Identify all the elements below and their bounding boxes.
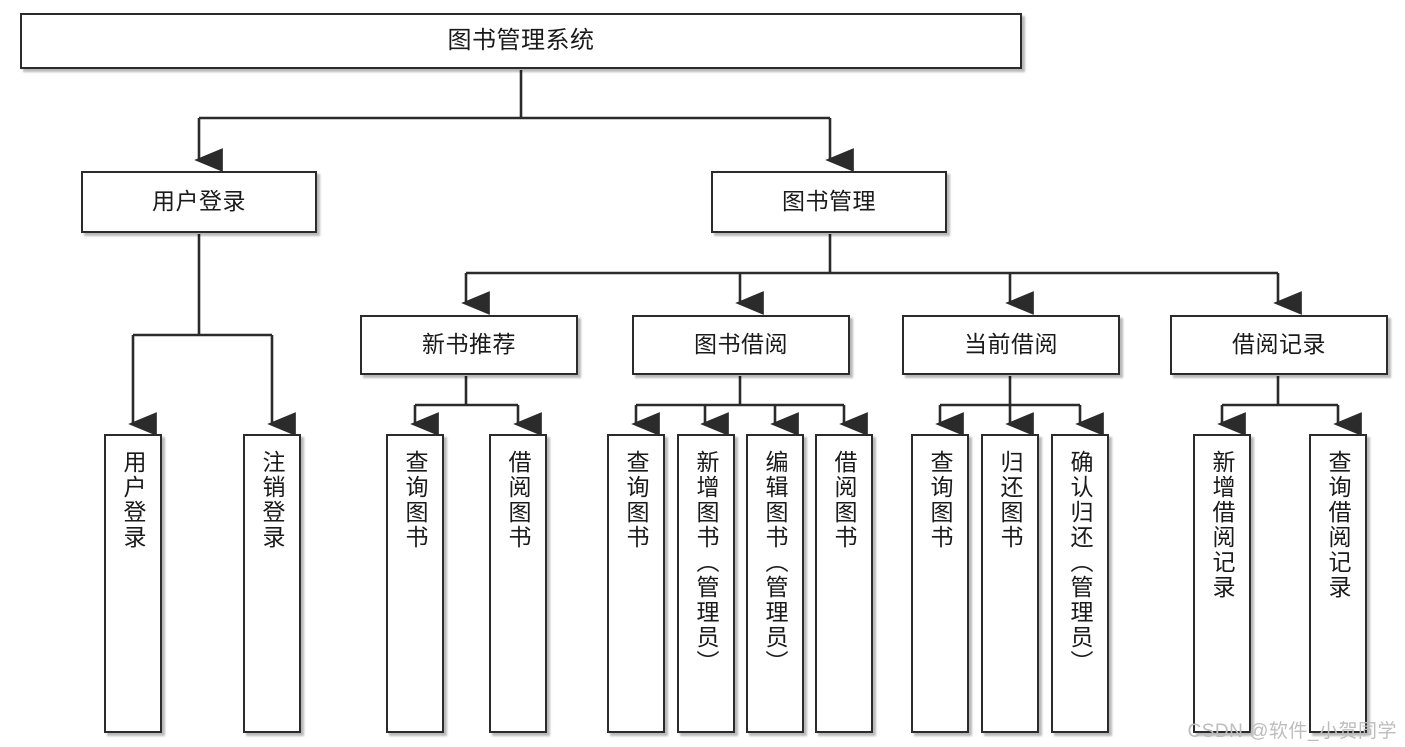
node-label: 图书管理 [782,188,876,215]
csdn-watermark: CSDN @软件_小贺同学 [1187,721,1397,742]
node-label: 用户登录 [152,188,246,215]
node-borrow-record[interactable]: 借阅记录 [1170,315,1388,375]
leaf-borrow-record-add[interactable]: 新增借阅记录 [1193,434,1251,733]
leaf-current-borrow-return[interactable]: 归还图书 [981,434,1039,733]
leaf-user-login-login[interactable]: 用户登录 [104,434,162,733]
leaf-borrow-record-query[interactable]: 查询借阅记录 [1309,434,1367,733]
node-label: 借阅图书 [505,450,532,550]
leaf-book-borrow-query[interactable]: 查询图书 [607,434,665,733]
leaf-current-borrow-query[interactable]: 查询图书 [911,434,969,733]
node-label: 归还图书 [997,450,1024,550]
leaf-current-borrow-confirm[interactable]: 确认归还（管理员） [1051,434,1109,733]
node-current-borrow[interactable]: 当前借阅 [902,315,1120,375]
leaf-new-book-borrow[interactable]: 借阅图书 [489,434,547,733]
node-label: 当前借阅 [964,331,1058,358]
node-label: 查询图书 [927,450,954,550]
node-label: 新书推荐 [422,331,516,358]
leaf-book-borrow-borrow[interactable]: 借阅图书 [815,434,873,733]
node-label: 注销登录 [259,450,286,550]
node-label: 借阅记录 [1232,331,1326,358]
node-label: 确认归还（管理员） [1067,450,1094,675]
node-label: 新增借阅记录 [1209,450,1236,600]
node-label: 查询图书 [402,450,429,550]
node-label: 查询图书 [623,450,650,550]
leaf-new-book-query[interactable]: 查询图书 [386,434,444,733]
node-label: 编辑图书（管理员） [762,450,789,675]
node-label: 图书借阅 [694,331,788,358]
node-label: 新增图书（管理员） [693,450,720,675]
node-user-login[interactable]: 用户登录 [81,171,317,233]
leaf-book-borrow-edit[interactable]: 编辑图书（管理员） [746,434,804,733]
leaf-book-borrow-add[interactable]: 新增图书（管理员） [677,434,735,733]
leaf-user-login-logout[interactable]: 注销登录 [243,434,301,733]
node-label: 用户登录 [120,450,147,550]
node-book-borrow[interactable]: 图书借阅 [632,315,850,375]
node-label: 查询借阅记录 [1325,450,1352,600]
node-new-book-recommend[interactable]: 新书推荐 [360,315,578,375]
node-label: 借阅图书 [831,450,858,550]
node-book-management[interactable]: 图书管理 [711,171,947,233]
node-root-system[interactable]: 图书管理系统 [20,13,1022,69]
node-label: 图书管理系统 [447,26,595,54]
